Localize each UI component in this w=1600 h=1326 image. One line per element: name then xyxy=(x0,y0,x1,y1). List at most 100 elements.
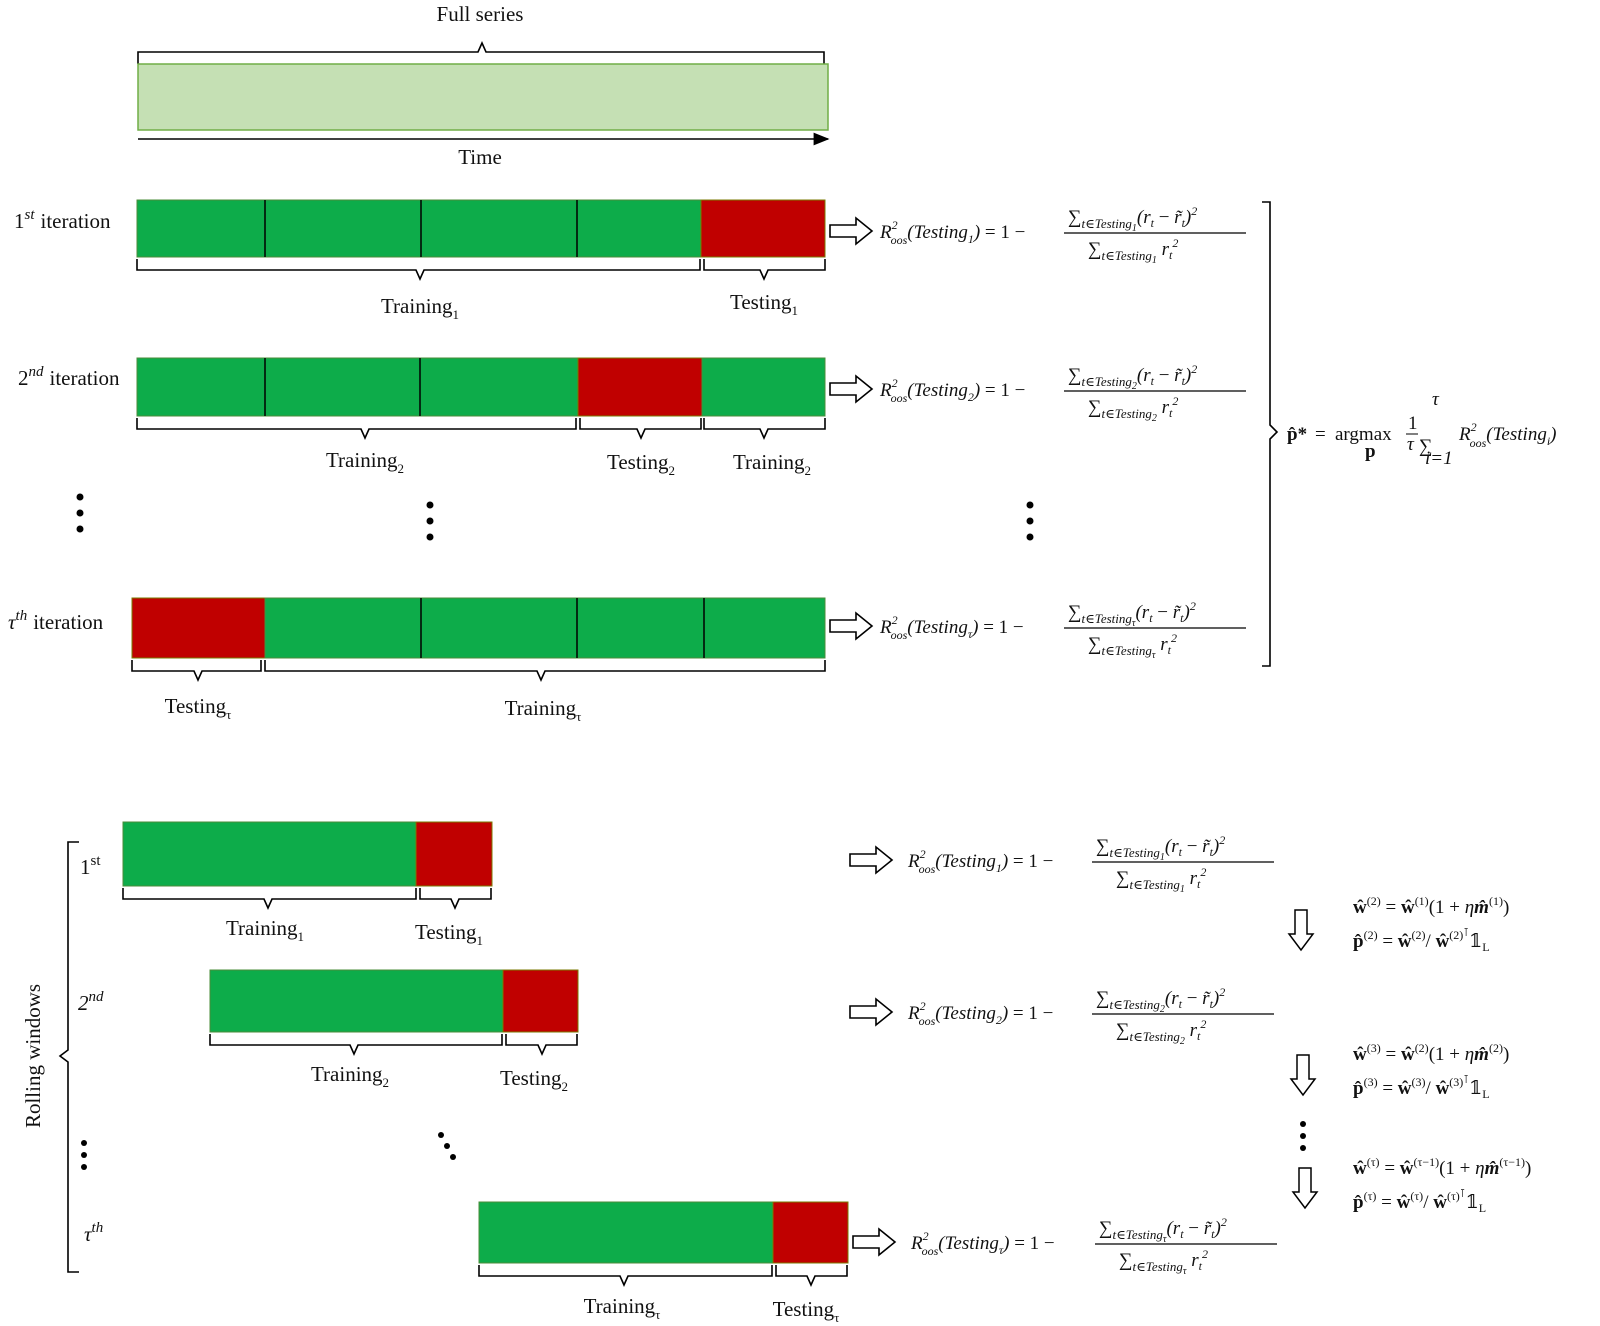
testing-label: Testing1 xyxy=(730,290,798,318)
testing-label: Testingτ xyxy=(165,694,232,722)
weight-update-line: ŵ(2) = ŵ(1)(1 + ηm̂(1)) xyxy=(1353,894,1509,918)
rolling-windows-brace xyxy=(58,841,79,1273)
hollow-arrow-icon xyxy=(852,1227,897,1257)
testing-block xyxy=(131,597,266,659)
svg-text:p̂*: p̂* xyxy=(1287,424,1307,445)
formula-numerator: ∑t∈Testingτ(rt − r̃t)2 xyxy=(1099,1215,1227,1245)
hollow-arrow-icon xyxy=(849,845,894,875)
training-label: Training1 xyxy=(381,294,459,322)
full-series-group: Full series Time xyxy=(137,2,830,169)
formula-numerator: ∑t∈Testing2(rt − r̃t)2 xyxy=(1096,985,1225,1015)
formula-denominator: ∑t∈Testing2 rt2 xyxy=(1116,1017,1206,1047)
testing-block xyxy=(502,969,579,1033)
training-block xyxy=(478,1201,774,1264)
formula-denominator: ∑t∈Testing1 rt2 xyxy=(1116,865,1206,895)
testing-block xyxy=(700,199,826,258)
svg-text:τ: τ xyxy=(1407,434,1415,455)
portfolio-normalize-line: p̂(τ) = ŵ(τ)/ ŵ(τ)⊺𝟙L xyxy=(1353,1188,1486,1215)
testing-block xyxy=(772,1201,849,1264)
down-arrow-icon xyxy=(1289,1054,1317,1097)
ellipsis-top xyxy=(76,493,1034,541)
rolling-windows-label: Rolling windows xyxy=(21,984,45,1128)
training-brace xyxy=(209,1034,503,1056)
testing-label: Testingτ xyxy=(773,1297,840,1325)
testing-block xyxy=(577,357,703,417)
training-block xyxy=(136,199,702,258)
testing-brace xyxy=(579,418,702,440)
training-brace xyxy=(122,888,417,910)
formula-numerator: ∑t∈Testing1(rt − r̃t)2 xyxy=(1096,833,1225,863)
testing-label: Testing2 xyxy=(607,450,675,478)
rolling-windows-section: Rolling windows 1st Training1 Testing1 2… xyxy=(21,821,1531,1325)
formula-denominator: ∑t∈Testingτ rt2 xyxy=(1088,631,1177,661)
iteration-tau-bars xyxy=(131,597,826,659)
formula-denominator: ∑t∈Testing1 rt2 xyxy=(1088,236,1178,266)
svg-text:i=1: i=1 xyxy=(1425,448,1453,469)
hollow-arrow-icon xyxy=(829,611,874,641)
window-tau-label: τth xyxy=(84,1220,103,1246)
right-brace xyxy=(1262,201,1279,667)
weight-update-equations: ŵ(τ) = ŵ(τ−1)(1 + ηm̂(τ−1)) p̂(τ) = ŵ(τ)/… xyxy=(1353,1155,1531,1215)
svg-text:τ: τ xyxy=(1432,389,1440,410)
testing-brace xyxy=(419,888,492,910)
hollow-arrow-icon xyxy=(849,997,894,1027)
svg-text:p: p xyxy=(1365,441,1376,462)
ellipsis-bottom xyxy=(81,1121,1306,1170)
training-label: Trainingτ xyxy=(505,696,582,724)
weight-update-line: ŵ(τ) = ŵ(τ−1)(1 + ηm̂(τ−1)) xyxy=(1353,1155,1531,1179)
svg-text:argmax: argmax xyxy=(1335,424,1392,445)
testing-brace xyxy=(703,259,826,281)
formula-numerator: ∑t∈Testingτ(rt − r̃t)2 xyxy=(1068,599,1196,629)
testing-brace xyxy=(505,1034,578,1056)
formula-denominator: ∑t∈Testingτ rt2 xyxy=(1119,1247,1208,1277)
iteration-1-bars xyxy=(136,199,826,258)
formula-numerator: ∑t∈Testing1(rt − r̃t)2 xyxy=(1068,204,1197,234)
window-2-label: 2nd xyxy=(78,989,104,1015)
training-brace xyxy=(703,418,826,440)
training-label: Training1 xyxy=(226,916,304,944)
full-series-label: Full series xyxy=(437,2,524,26)
training-block xyxy=(264,597,826,659)
testing-brace xyxy=(775,1265,848,1287)
training-block xyxy=(136,357,579,417)
weight-update-equations: ŵ(3) = ŵ(2)(1 + ηm̂(2))p̂(3) = ŵ(3)/ ŵ(3… xyxy=(1353,1041,1509,1101)
training-label: Training2 xyxy=(326,448,404,476)
down-arrow-icon xyxy=(1287,909,1315,952)
training-brace xyxy=(264,660,826,682)
full-series-brace xyxy=(137,41,825,64)
training-brace xyxy=(136,418,577,440)
training-brace xyxy=(478,1265,773,1287)
weight-update-equations: ŵ(2) = ŵ(1)(1 + ηm̂(1))p̂(2) = ŵ(2)/ ŵ(2… xyxy=(1353,894,1509,954)
svg-text:1: 1 xyxy=(1408,413,1418,434)
training-brace xyxy=(136,259,701,281)
testing-block xyxy=(415,821,493,887)
down-arrow-icon xyxy=(1291,1167,1319,1210)
testing-label: Testing1 xyxy=(415,920,483,948)
svg-text:∑: ∑ xyxy=(1419,436,1433,457)
testing-brace xyxy=(131,660,262,682)
portfolio-normalize-line: p̂(3) = ŵ(3)/ ŵ(3)⊺𝟙L xyxy=(1353,1074,1490,1101)
training-block xyxy=(701,357,826,417)
